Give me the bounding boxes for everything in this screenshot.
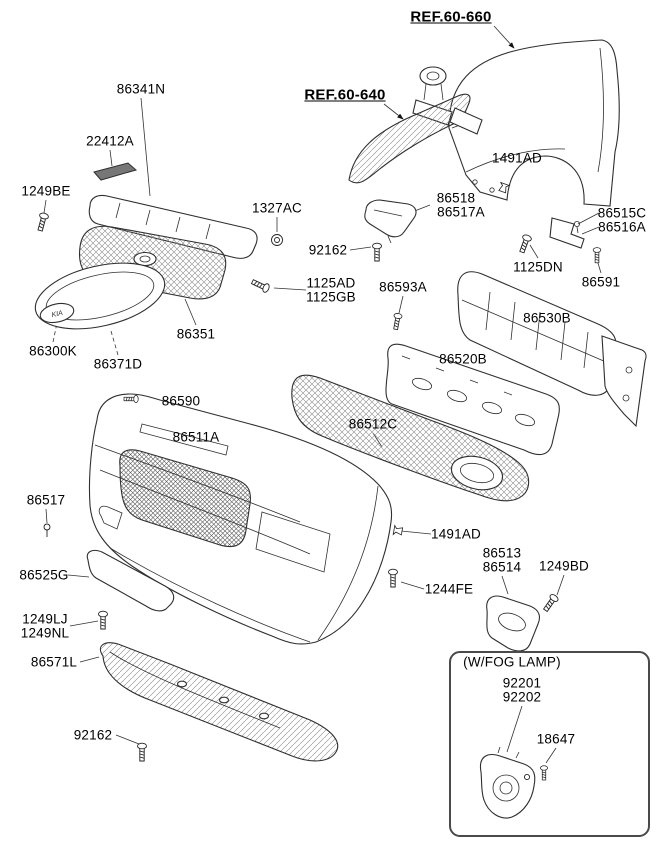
lower-grille-drawing (291, 374, 530, 502)
part-label-86571l: 86571L (30, 654, 78, 670)
part-label-86530b: 86530B (523, 310, 571, 326)
bumper-reinforcement-drawing (457, 271, 647, 428)
part-label-86517a: 86517A (437, 204, 485, 220)
part-label-1249bd: 1249BD (539, 558, 589, 574)
center-bracket-drawing (364, 199, 417, 244)
part-label-92202: 92202 (502, 689, 542, 705)
fender-drawing (448, 39, 620, 207)
fog-lamp-drawing (479, 746, 536, 819)
part-label-22412a: 22412A (86, 133, 134, 149)
part-label-1327ac: 1327AC (252, 200, 302, 216)
fog-lamp-option-box (449, 651, 650, 837)
bolt-icon-1249bd (541, 592, 560, 614)
part-label-92162-bottom: 92162 (73, 727, 113, 743)
part-label-86590: 86590 (161, 393, 201, 409)
part-label-92162-top: 92162 (308, 242, 348, 258)
part-label-1125ad: 1125AD (306, 275, 356, 291)
fog-lamp-cover-drawing (486, 595, 540, 652)
bolt-icon-1249be (35, 211, 50, 233)
ref-arrow-60-660 (493, 25, 515, 49)
part-label-1249nl: 1249NL (20, 625, 70, 641)
part-label-1491ad-bottom: 1491AD (431, 526, 481, 542)
part-label-1244fe: 1244FE (424, 581, 474, 597)
bolt-icon-1249lj (98, 610, 108, 630)
part-label-86593a: 86593A (379, 279, 427, 295)
trim-strip-drawing (93, 162, 138, 181)
part-label-86515c: 86515C (597, 205, 647, 221)
part-label-18647: 18647 (536, 731, 576, 747)
part-label-86351: 86351 (176, 326, 216, 342)
clip-icon-86517 (43, 523, 51, 537)
bolt-icon-1125dn (517, 233, 533, 255)
side-bracket-drawing (549, 217, 585, 249)
clip-icon-1491ad-bottom (392, 525, 404, 537)
bolt-icon-92162-bottom (137, 742, 147, 762)
part-label-1125gb: 1125GB (306, 289, 356, 305)
part-label-86513: 86513 (482, 545, 522, 561)
part-label-86300k: 86300K (29, 343, 77, 359)
fog-box-title: (W/FOG LAMP) (463, 654, 561, 670)
part-label-86525g: 86525G (19, 567, 69, 583)
bolt-icon-1125ad (250, 277, 271, 294)
kia-badge-text: KIA (51, 310, 64, 319)
part-label-86517: 86517 (26, 492, 66, 508)
screw-icon-86591 (592, 247, 602, 264)
ref-label-60-640: REF.60-640 (304, 86, 386, 104)
part-label-86516a: 86516A (598, 219, 646, 235)
part-label-86511a: 86511A (172, 429, 220, 445)
lower-deflector-drawing (99, 642, 339, 762)
part-label-86512c: 86512C (348, 416, 398, 432)
part-label-86514: 86514 (482, 559, 522, 575)
part-label-1249be: 1249BE (21, 183, 71, 199)
side-moulding-drawing (86, 549, 175, 612)
part-label-92201: 92201 (502, 675, 542, 691)
part-label-86341n: 86341N (116, 81, 166, 97)
fog-clip-icon (523, 773, 531, 781)
bracket-rail-drawing (348, 66, 483, 184)
part-label-1249lj: 1249LJ (22, 611, 68, 627)
part-label-86518: 86518 (436, 190, 476, 206)
bolt-icon-92162-top (372, 242, 382, 262)
fasteners (35, 182, 602, 781)
kia-badge: KIA (39, 302, 75, 324)
bumper-cover-drawing (88, 393, 393, 645)
ref-label-60-660: REF.60-660 (410, 8, 492, 26)
bolt-icon-1244fe (388, 568, 398, 588)
screw-icon-86593a (391, 312, 403, 331)
bumper-absorber-drawing (385, 343, 560, 456)
part-label-86371d: 86371D (93, 356, 143, 372)
part-label-86591: 86591 (581, 274, 621, 290)
part-label-1491ad-top: 1491AD (492, 150, 542, 166)
ref-arrow-60-640 (383, 103, 404, 120)
nut-icon-1327ac (271, 234, 283, 246)
grille-upper-cover-drawing (88, 194, 258, 259)
part-label-1125dn: 1125DN (513, 259, 563, 275)
part-label-86520b: 86520B (439, 351, 487, 367)
